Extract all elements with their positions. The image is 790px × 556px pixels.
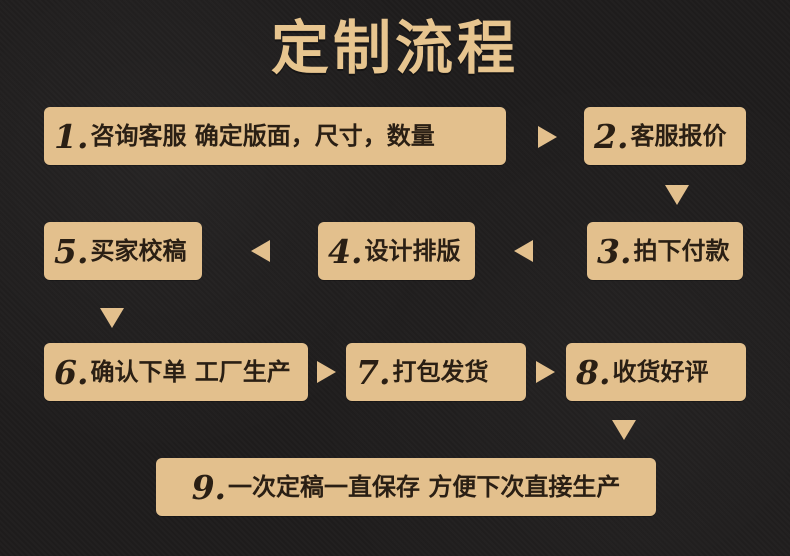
step-label: 收货好评 [612,357,709,386]
step-label: 一次定稿一直保存 方便下次直接生产 [228,472,621,501]
step-label: 打包发货 [392,357,489,386]
step-number: 9. [191,467,227,507]
step-3-payment: 3. 拍下付款 [587,222,743,280]
arrow-down-icon [612,420,636,440]
step-number: 6. [54,352,89,392]
step-6-production: 6. 确认下单 工厂生产 [44,343,308,401]
arrow-right-icon [538,126,557,148]
arrow-down-icon [665,185,689,205]
step-number: 8. [576,352,611,392]
step-number: 5. [54,231,89,271]
step-number: 2. [594,116,629,156]
step-5-proof-check: 5. 买家校稿 [44,222,202,280]
arrow-right-icon [317,361,336,383]
step-number: 3. [597,231,632,271]
step-2-quote: 2. 客服报价 [584,107,746,165]
step-number: 7. [356,352,391,392]
page-title: 定制流程 [270,14,519,82]
step-4-design: 4. 设计排版 [318,222,475,280]
step-8-review: 8. 收货好评 [566,343,746,401]
step-number: 1. [54,116,89,156]
arrow-left-icon [514,240,533,262]
arrow-right-icon [536,361,555,383]
step-label: 客服报价 [630,121,727,150]
step-label: 设计排版 [364,236,461,265]
step-1-consult: 1. 咨询客服 确定版面，尺寸，数量 [44,107,506,165]
step-label: 咨询客服 确定版面，尺寸，数量 [90,121,435,150]
arrow-left-icon [251,240,270,262]
step-7-shipping: 7. 打包发货 [346,343,526,401]
arrow-down-icon [100,308,124,328]
step-number: 4. [328,231,363,271]
step-label: 确认下单 工厂生产 [90,357,291,386]
step-label: 买家校稿 [90,236,187,265]
step-label: 拍下付款 [633,236,730,265]
step-9-archive: 9. 一次定稿一直保存 方便下次直接生产 [156,458,656,516]
